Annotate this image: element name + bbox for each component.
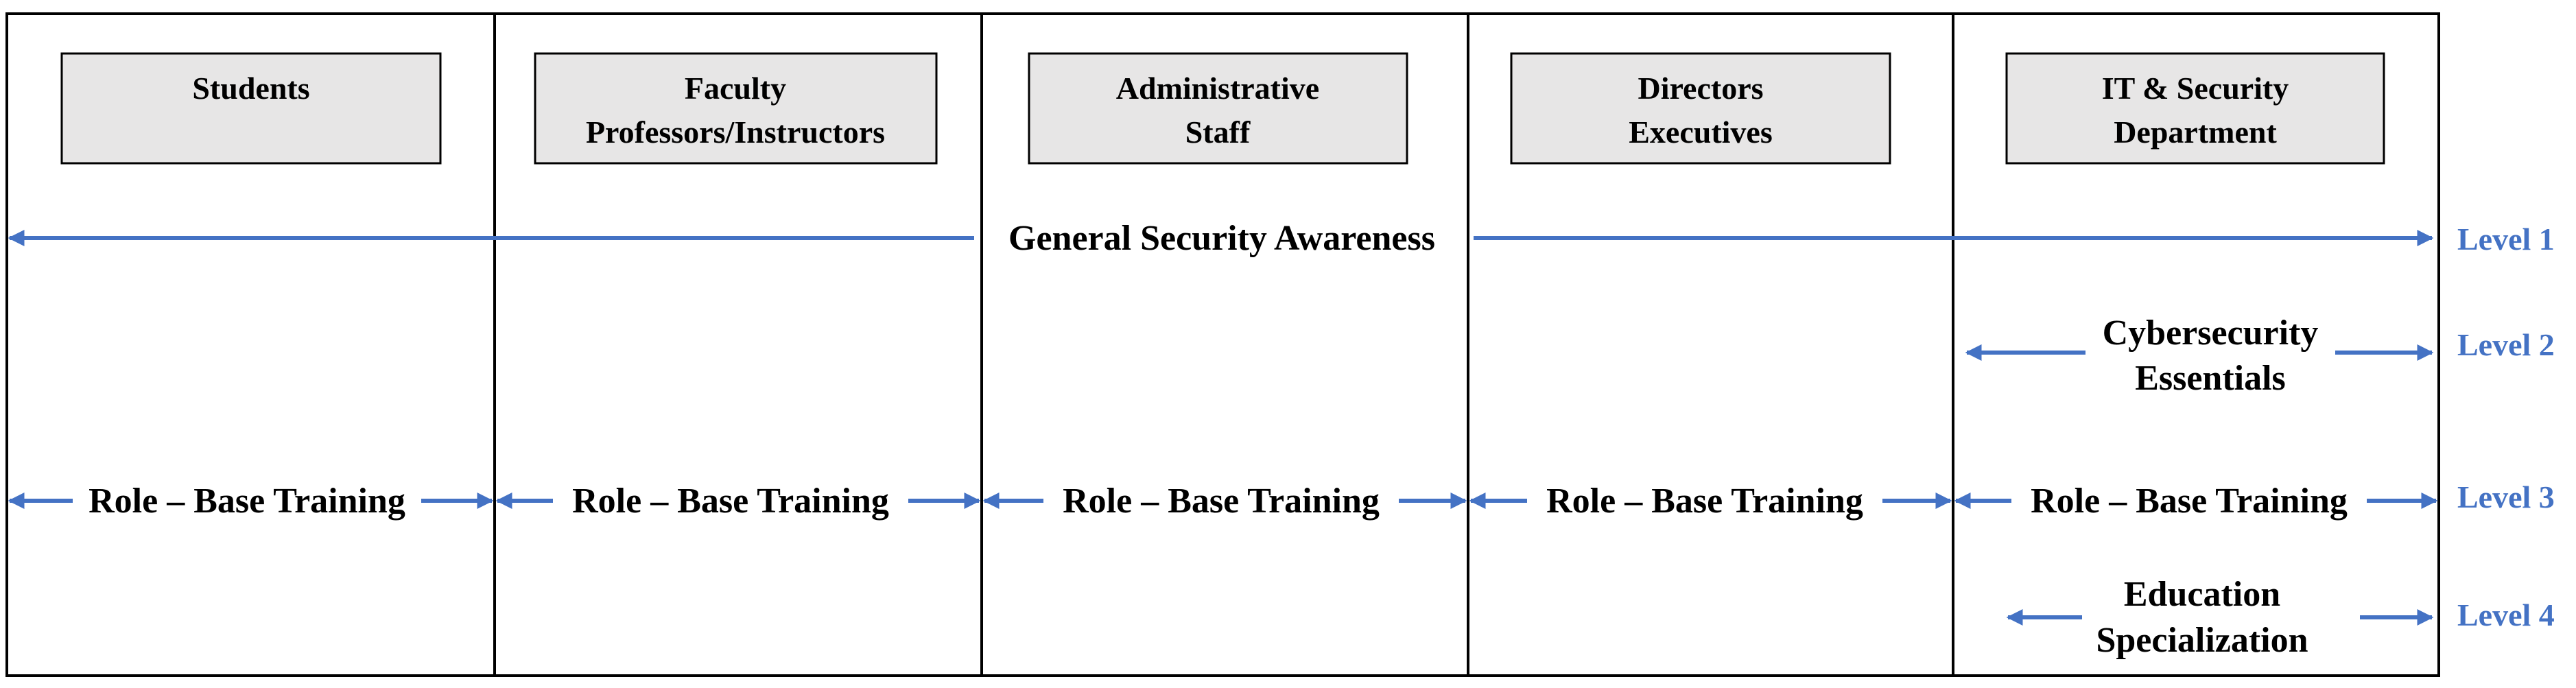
header-line1: Directors xyxy=(1638,71,1763,106)
header-box xyxy=(60,52,442,165)
header-line1: IT & Security xyxy=(2102,71,2289,106)
header-line2: Department xyxy=(2114,115,2277,150)
header-administrative: Administrative Staff xyxy=(1028,52,1408,165)
row-cybersecurity-essentials: Cybersecurity Essentials Level 2 xyxy=(1965,313,2555,398)
header-box xyxy=(2005,52,2385,165)
row-general-awareness: General Security Awareness Level 1 xyxy=(8,219,2555,258)
role-training-label: Role – Base Training xyxy=(2031,482,2348,521)
header-line2: Professors/Instructors xyxy=(586,115,885,150)
role-training-label: Role – Base Training xyxy=(572,482,889,521)
level-1-label: Level 1 xyxy=(2457,222,2555,257)
header-faculty: Faculty Professors/Instructors xyxy=(534,52,938,165)
role-training-label: Role – Base Training xyxy=(1063,482,1380,521)
header-line1: Students xyxy=(192,71,309,106)
level-4-label: Level 4 xyxy=(2457,597,2555,632)
row-education-specialization: Education Specialization Level 4 xyxy=(2006,575,2555,660)
cybersecurity-label-line2: Essentials xyxy=(2135,359,2286,398)
header-box xyxy=(534,52,938,165)
header-box xyxy=(1510,52,1891,165)
header-it-security: IT & Security Department xyxy=(2005,52,2385,165)
level-2-label: Level 2 xyxy=(2457,327,2555,362)
row-role-base-training: Role – Base Training Role – Base Trainin… xyxy=(8,479,2555,521)
header-line2: Executives xyxy=(1629,115,1773,150)
diagram-frame xyxy=(5,12,2440,677)
education-label-line2: Specialization xyxy=(2096,621,2308,660)
role-training-label: Role – Base Training xyxy=(1546,482,1863,521)
header-students: Students xyxy=(60,52,442,165)
general-awareness-label: General Security Awareness xyxy=(1008,219,1435,258)
role-training-label: Role – Base Training xyxy=(88,482,405,521)
header-directors: Directors Executives xyxy=(1510,52,1891,165)
level-3-label: Level 3 xyxy=(2457,479,2555,514)
cybersecurity-label-line1: Cybersecurity xyxy=(2103,313,2319,353)
header-box xyxy=(1028,52,1408,165)
header-line1: Administrative xyxy=(1116,71,1319,106)
header-line1: Faculty xyxy=(685,71,786,106)
header-line2: Staff xyxy=(1185,115,1251,150)
education-label-line1: Education xyxy=(2124,575,2280,614)
